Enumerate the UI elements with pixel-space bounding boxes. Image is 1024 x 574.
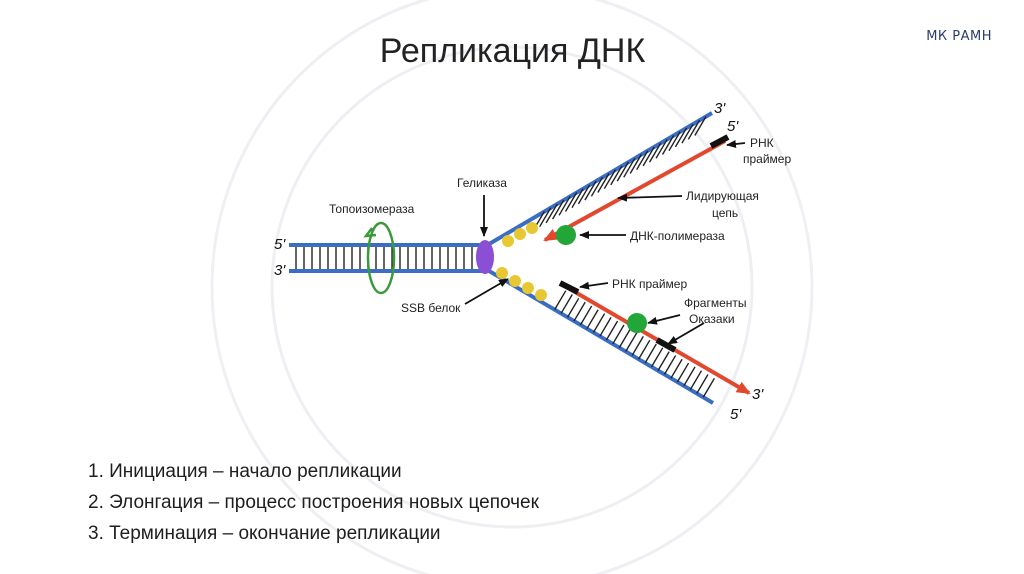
leading-strand bbox=[543, 139, 726, 242]
base-pair-rung bbox=[603, 169, 617, 190]
polymerase-lagging-icon bbox=[627, 313, 647, 333]
label-left-3prime: 3' bbox=[274, 262, 286, 279]
stage-initiation: 1. Инициация – начало репликации bbox=[88, 461, 402, 482]
lower-fork-arm bbox=[482, 266, 751, 405]
base-pair-rung bbox=[696, 374, 709, 394]
base-pair-rung bbox=[661, 135, 675, 155]
watermark-seal bbox=[210, 0, 814, 574]
label-helicase: Геликаза bbox=[457, 176, 507, 190]
base-pair-rung bbox=[560, 294, 573, 314]
base-pair-rung bbox=[599, 316, 612, 337]
base-pair-rung bbox=[539, 207, 552, 228]
parent-dna-duplex bbox=[289, 243, 484, 273]
base-pair-rung bbox=[681, 123, 694, 144]
base-pair-rung bbox=[579, 305, 593, 326]
label-okazaki-2: Оказаки bbox=[689, 312, 735, 326]
base-pair-rung bbox=[689, 370, 703, 390]
slide-title: Репликация ДНК bbox=[379, 32, 646, 70]
label-ssb: SSB белок bbox=[401, 301, 461, 315]
base-pair-rung bbox=[566, 297, 580, 318]
rna-primer-top-mark bbox=[709, 134, 730, 149]
base-pair-rung bbox=[577, 184, 591, 205]
label-polymerase: ДНК-полимераза bbox=[630, 229, 725, 243]
base-pair-rung bbox=[674, 127, 688, 148]
base-pair-rung bbox=[670, 358, 683, 379]
primer-bottom-pointer bbox=[579, 281, 609, 290]
base-pair-rung bbox=[657, 351, 670, 371]
base-pair-rung bbox=[631, 336, 644, 356]
label-okazaki-1: Фрагменты bbox=[684, 296, 747, 310]
base-pair-rung bbox=[668, 131, 681, 152]
label-lower-3prime: 3' bbox=[752, 386, 764, 403]
label-leading-2: цепь bbox=[712, 206, 738, 220]
base-pair-rung bbox=[597, 173, 610, 193]
base-pair-rung bbox=[612, 324, 625, 345]
label-topoisomerase: Топоизомераза bbox=[329, 202, 415, 216]
polymerase-leading-icon bbox=[556, 225, 576, 245]
label-rna-primer-top-2: праймер bbox=[743, 152, 791, 166]
leading-pointer bbox=[617, 193, 683, 202]
base-pair-rung bbox=[545, 203, 558, 224]
base-pair-rung bbox=[629, 154, 642, 174]
stage-elongation: 2. Элонгация – процесс построения новых … bbox=[88, 492, 539, 513]
base-pair-rung bbox=[655, 138, 668, 159]
base-pair-rung bbox=[564, 192, 578, 212]
label-upper-5prime: 5' bbox=[727, 118, 739, 135]
ssb-proteins bbox=[496, 222, 547, 301]
base-pair-rung bbox=[573, 301, 586, 322]
base-pair-rung bbox=[625, 332, 638, 352]
stage-termination: 3. Терминация – окончание репликации bbox=[88, 523, 441, 544]
base-pair-rung bbox=[554, 290, 567, 310]
base-pair-rung bbox=[687, 119, 701, 140]
base-pair-rung bbox=[590, 176, 604, 197]
ssb-pointer bbox=[464, 278, 509, 305]
base-pair-rung bbox=[663, 355, 677, 375]
label-lower-5prime: 5' bbox=[730, 406, 742, 423]
base-pair-rung bbox=[648, 142, 662, 163]
base-pair-rung bbox=[571, 188, 584, 209]
stages-list: 1. Инициация – начало репликации 2. Элон… bbox=[88, 456, 539, 549]
base-pair-rung bbox=[644, 343, 657, 364]
base-pair-rung bbox=[636, 150, 649, 171]
base-pair-rung bbox=[623, 157, 636, 178]
label-upper-3prime: 3' bbox=[714, 100, 726, 117]
base-pair-rung bbox=[618, 328, 632, 349]
topoisomerase-icon bbox=[363, 221, 396, 295]
upper-fork-arm bbox=[482, 111, 730, 249]
base-pair-rung bbox=[584, 180, 597, 201]
okazaki-pointer-1 bbox=[647, 314, 681, 325]
label-left-5prime: 5' bbox=[274, 236, 286, 253]
base-pair-rung bbox=[650, 347, 664, 368]
base-pair-rung bbox=[702, 377, 716, 398]
base-pair-rung bbox=[551, 199, 565, 220]
base-pair-rung bbox=[694, 116, 707, 136]
org-label: МК РАМН bbox=[926, 29, 992, 44]
base-pair-rung bbox=[638, 339, 651, 360]
primer-top-pointer bbox=[726, 140, 746, 148]
base-pair-rung bbox=[676, 362, 690, 383]
base-pair-rung bbox=[558, 195, 571, 216]
rna-primer-bottom-mark bbox=[558, 280, 580, 295]
label-rna-primer-top-1: РНК bbox=[750, 136, 774, 150]
lagging-strand bbox=[561, 283, 751, 395]
base-pair-rung bbox=[642, 146, 655, 167]
helicase-icon bbox=[476, 240, 494, 274]
base-pair-rung bbox=[605, 320, 619, 341]
label-leading-1: Лидирующая bbox=[686, 189, 759, 203]
base-pair-rung bbox=[616, 161, 630, 182]
base-pair-rung bbox=[683, 366, 696, 387]
base-pair-rung bbox=[610, 165, 623, 186]
okazaki-pointer-2 bbox=[667, 322, 705, 345]
base-pair-rung bbox=[592, 313, 606, 333]
label-rna-primer-bottom: РНК праймер bbox=[612, 277, 687, 291]
okazaki-primer-mark bbox=[655, 337, 677, 353]
base-pair-rung bbox=[586, 309, 599, 330]
